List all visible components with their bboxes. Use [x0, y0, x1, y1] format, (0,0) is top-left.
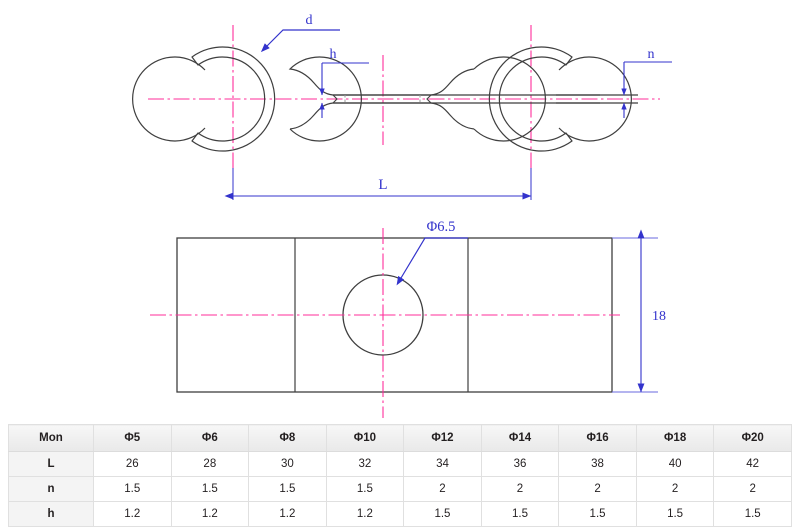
left-ring-upper-profile: [288, 56, 600, 142]
table-cell: 2: [403, 476, 482, 502]
table-header-cell: Φ6: [170, 424, 250, 452]
dimension-d-label: d: [306, 13, 313, 28]
spec-table-wrap: Mon Φ5 Φ6 Φ8 Φ10 Φ12 Φ14 Φ16 Φ18 Φ20 L 2…: [8, 424, 792, 527]
dimension-hole-label: Φ6.5: [427, 219, 456, 235]
table-cell: 28: [170, 451, 250, 477]
table-cell: 36: [480, 451, 560, 477]
table-cell: 42: [713, 451, 792, 477]
table-header-cell: Φ18: [635, 424, 715, 452]
table-cell: 1.2: [170, 501, 250, 527]
dimension-width-18: 18: [612, 229, 666, 393]
right-tail-upper: [333, 68, 475, 96]
table-cell: 1.2: [93, 501, 172, 527]
spec-table: Mon Φ5 Φ6 Φ8 Φ10 Φ12 Φ14 Φ16 Φ18 Φ20 L 2…: [8, 424, 792, 527]
table-cell: 2: [635, 476, 715, 502]
table-cell: 1.5: [248, 476, 327, 502]
dimension-hole-diameter: Φ6.5: [396, 219, 468, 286]
right-tail-neck: [426, 94, 432, 104]
table-cell: 1.5: [403, 501, 482, 527]
table-cell: 1.5: [480, 501, 560, 527]
table-header-cell: Φ10: [325, 424, 405, 452]
technical-drawing: d h n L: [132, 13, 672, 418]
dimension-n: n: [621, 47, 672, 118]
table-cell: 1.5: [713, 501, 792, 527]
table-cell: 1.5: [558, 501, 637, 527]
dimension-L: L: [224, 168, 532, 200]
dimension-h: h: [319, 47, 369, 118]
table-header-cell: Φ14: [480, 424, 560, 452]
right-ring-outer-band: [488, 46, 573, 152]
table-row: n 1.5 1.5 1.5 1.5 2 2 2 2 2: [8, 476, 792, 502]
table-header-cell: Φ8: [248, 424, 327, 452]
table-header-cell: Φ20: [713, 424, 792, 452]
table-header-cell: Φ16: [558, 424, 637, 452]
table-header-cell: Φ12: [403, 424, 482, 452]
table-cell: 1.5: [325, 476, 405, 502]
right-ring-inner-arc: [558, 56, 632, 142]
dimension-L-label: L: [378, 177, 387, 193]
table-cell: 2: [713, 476, 792, 502]
dimension-d: d: [260, 13, 340, 53]
left-ring-outer-band: [191, 46, 276, 152]
row-label: L: [8, 451, 94, 477]
dimension-n-label: n: [648, 47, 655, 62]
table-cell: 26: [93, 451, 172, 477]
table-cell: 40: [635, 451, 715, 477]
table-row: h 1.2 1.2 1.2 1.2 1.5 1.5 1.5 1.5 1.5: [8, 501, 792, 527]
table-cell: 30: [248, 451, 327, 477]
row-label: n: [8, 476, 94, 502]
bottom-view-strip: Φ6.5 18: [150, 219, 666, 418]
table-cell: 2: [480, 476, 560, 502]
table-cell: 1.5: [93, 476, 172, 502]
table-row: L 26 28 30 32 34 36 38 40 42: [8, 451, 792, 477]
left-ring-lower-profile: [289, 102, 600, 130]
dimension-width-label: 18: [652, 309, 666, 324]
row-label: h: [8, 501, 94, 527]
right-ring-upper-profile: [473, 56, 546, 142]
table-cell: 1.5: [635, 501, 715, 527]
right-tail-lower: [333, 102, 475, 130]
left-ring-inner-arc: [132, 56, 206, 142]
table-cell: 1.5: [170, 476, 250, 502]
table-header-cell: Mon: [8, 424, 94, 452]
table-cell: 32: [325, 451, 405, 477]
table-cell: 38: [558, 451, 637, 477]
table-cell: 1.2: [248, 501, 327, 527]
table-header-row: Mon Φ5 Φ6 Φ8 Φ10 Φ12 Φ14 Φ16 Φ18 Φ20: [8, 424, 792, 452]
table-cell: 34: [403, 451, 482, 477]
table-header-cell: Φ5: [93, 424, 172, 452]
dimension-h-label: h: [330, 47, 337, 62]
top-view-assembly: d h n L: [132, 13, 672, 200]
left-tail-neck: [332, 94, 338, 104]
table-cell: 2: [558, 476, 637, 502]
table-cell: 1.2: [325, 501, 405, 527]
